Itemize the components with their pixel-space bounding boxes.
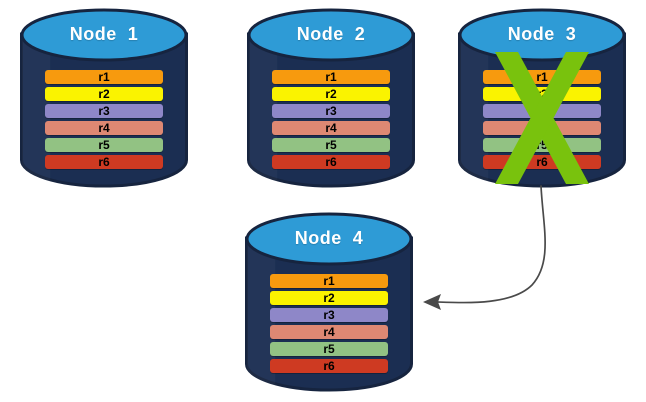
row-bar-r3[interactable]: r3 [45, 104, 163, 118]
row-bar-r5[interactable]: r5 [483, 138, 601, 152]
node-2-rows: r1 r2 r3 r4 r5 r6 [247, 70, 415, 169]
row-bar-r2[interactable]: r2 [483, 87, 601, 101]
row-bar-r4[interactable]: r4 [270, 325, 388, 339]
row-bar-r6[interactable]: r6 [272, 155, 390, 169]
node3-to-node4-arrow-path [436, 185, 546, 304]
cylinder-top-disc [247, 8, 415, 62]
cylinder-top-disc [458, 8, 626, 62]
row-bar-r6[interactable]: r6 [270, 359, 388, 373]
row-bar-r2[interactable]: r2 [272, 87, 390, 101]
row-bar-r4[interactable]: r4 [483, 121, 601, 135]
row-bar-r1[interactable]: r1 [272, 70, 390, 84]
row-bar-r4[interactable]: r4 [45, 121, 163, 135]
row-bar-r6[interactable]: r6 [483, 155, 601, 169]
cylinder-top-disc [245, 212, 413, 266]
row-bar-r3[interactable]: r3 [272, 104, 390, 118]
row-bar-r5[interactable]: r5 [45, 138, 163, 152]
row-bar-r5[interactable]: r5 [272, 138, 390, 152]
cylinder-top-disc [20, 8, 188, 62]
row-bar-r1[interactable]: r1 [270, 274, 388, 288]
node-1-rows: r1 r2 r3 r4 r5 r6 [20, 70, 188, 169]
row-bar-r1[interactable]: r1 [483, 70, 601, 84]
row-bar-r1[interactable]: r1 [45, 70, 163, 84]
row-bar-r2[interactable]: r2 [45, 87, 163, 101]
row-bar-r3[interactable]: r3 [483, 104, 601, 118]
row-bar-r2[interactable]: r2 [270, 291, 388, 305]
row-bar-r5[interactable]: r5 [270, 342, 388, 356]
row-bar-r6[interactable]: r6 [45, 155, 163, 169]
node-3-rows: r1 r2 r3 r4 r5 r6 [458, 70, 626, 169]
row-bar-r4[interactable]: r4 [272, 121, 390, 135]
row-bar-r3[interactable]: r3 [270, 308, 388, 322]
arrowhead-icon [423, 294, 441, 310]
node-4-rows: r1 r2 r3 r4 r5 r6 [245, 274, 413, 373]
